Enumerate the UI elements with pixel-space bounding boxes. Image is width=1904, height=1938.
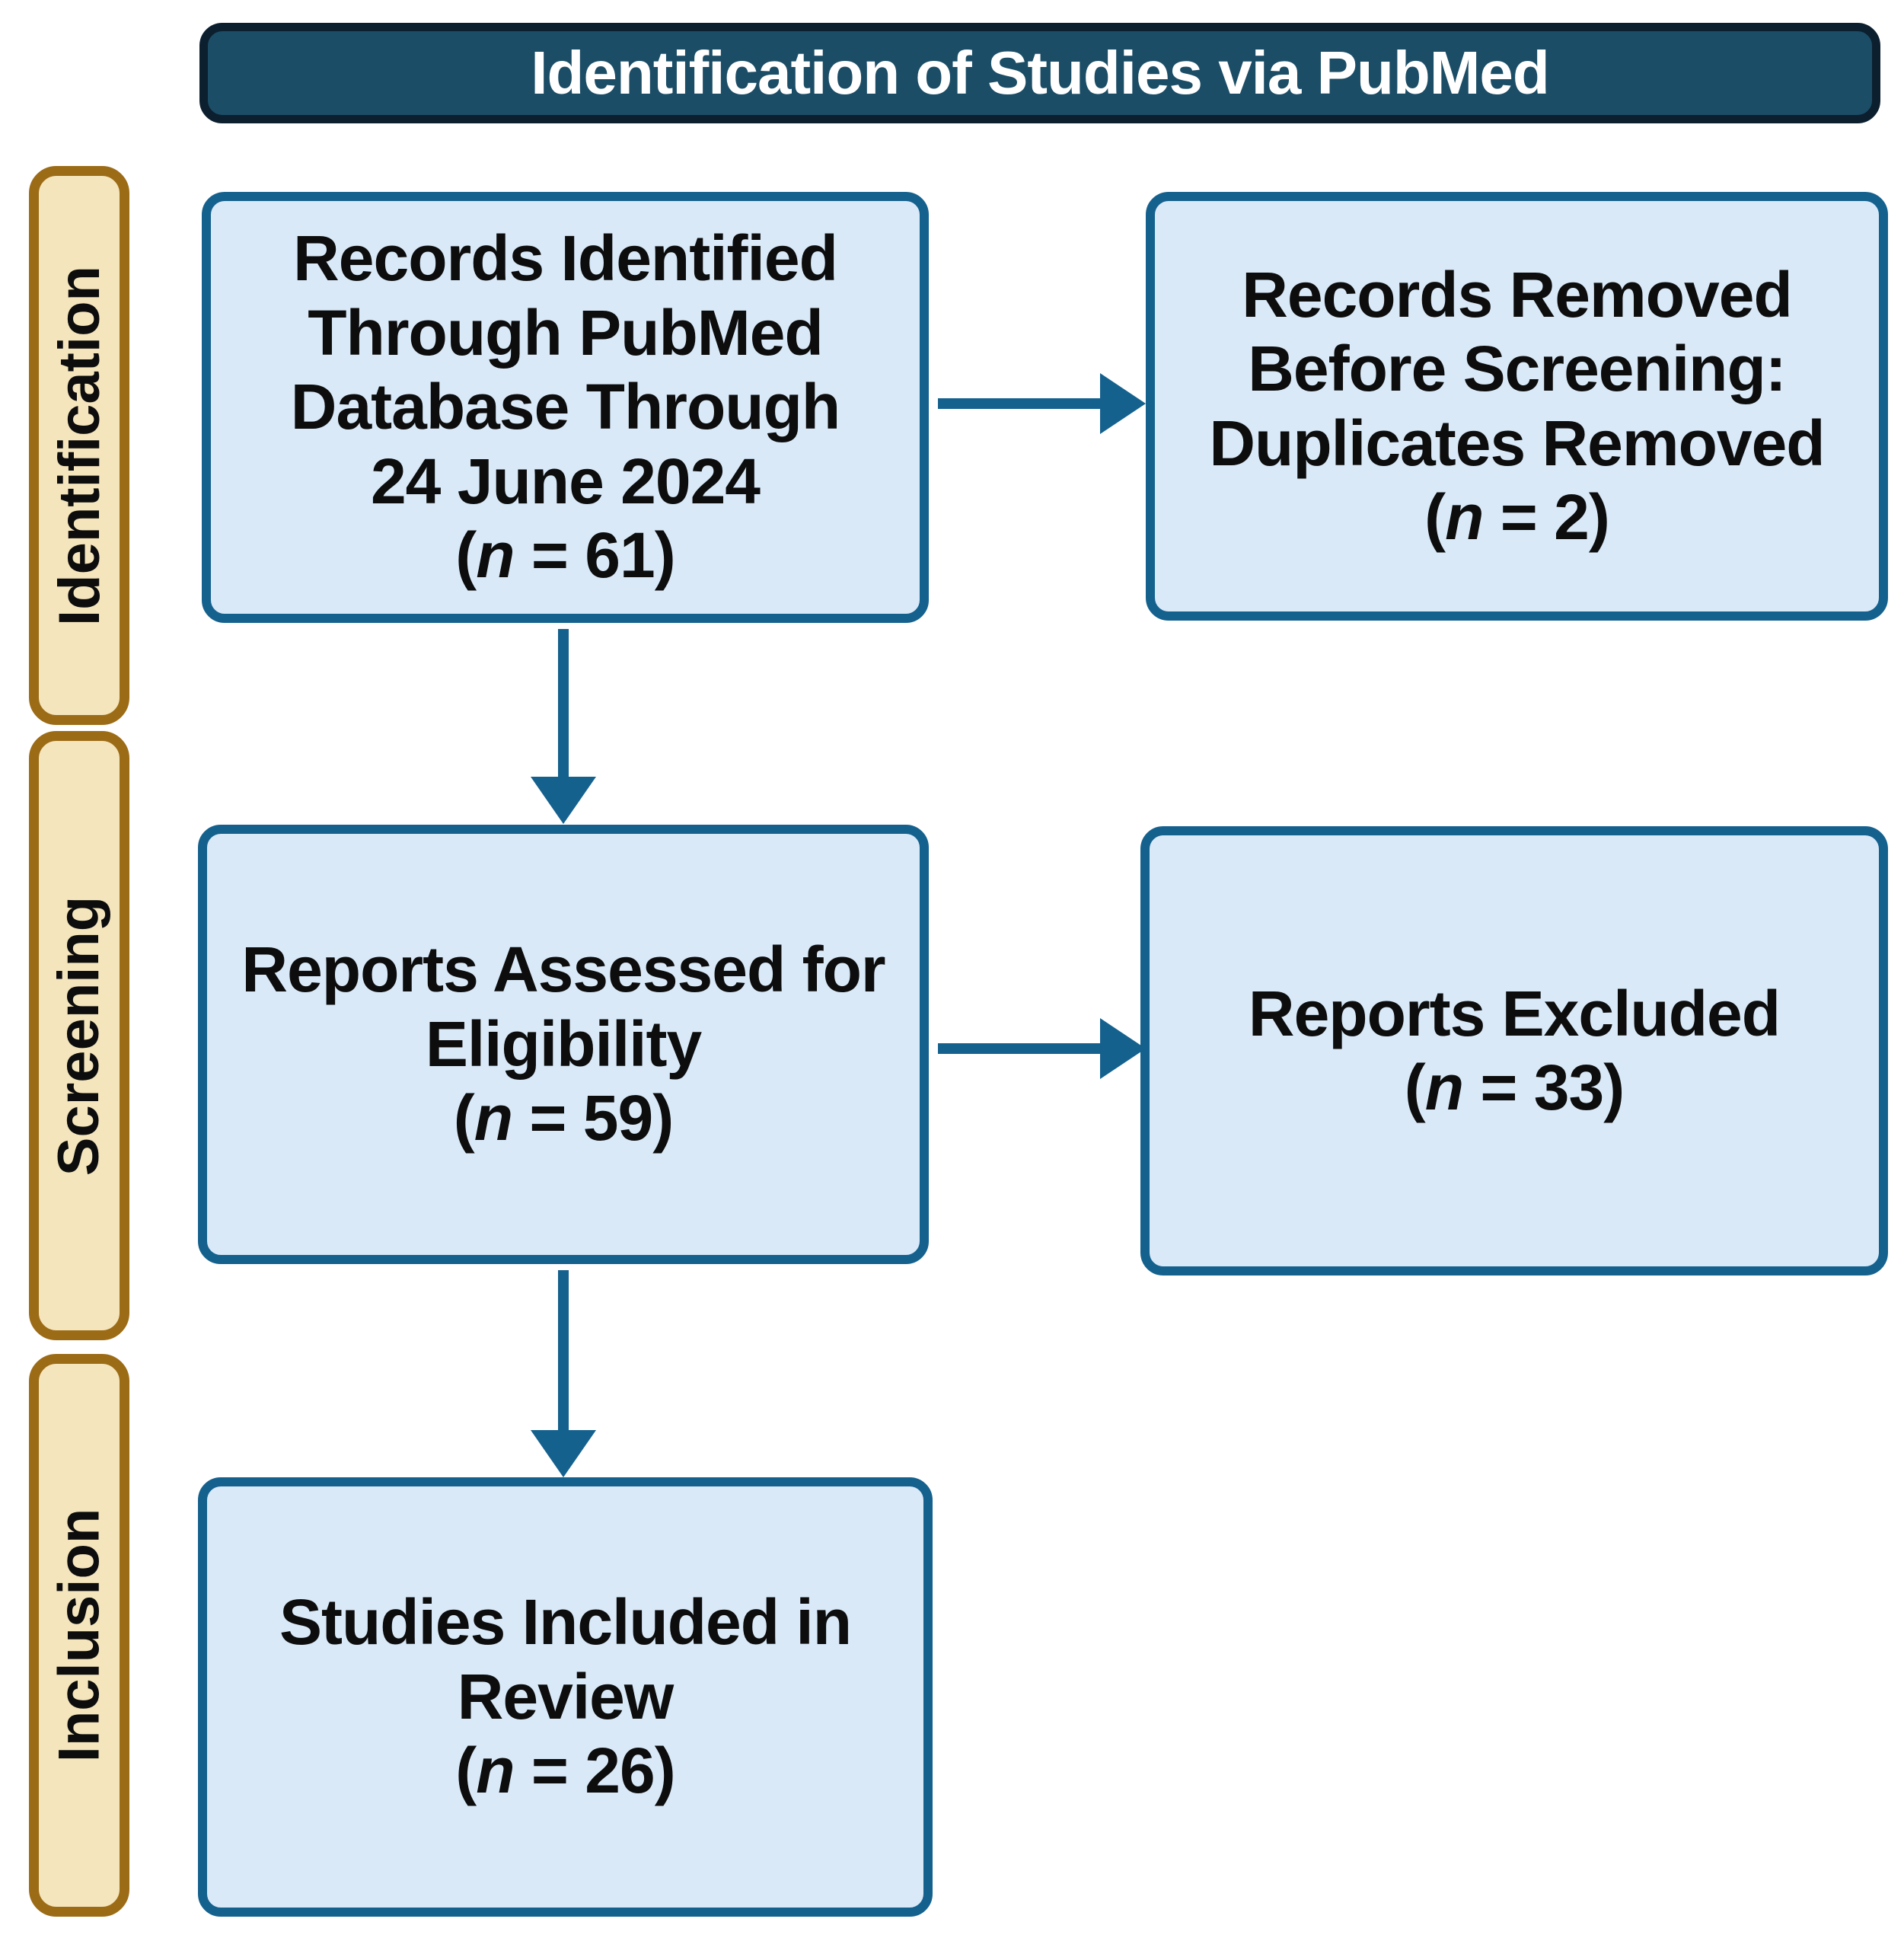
box-records-removed-text: Records Removed Before Screening: Duplic…: [1209, 258, 1825, 479]
count-prefix: (: [453, 1082, 475, 1154]
count-prefix: (: [455, 1735, 477, 1807]
box-reports-excluded: Reports Excluded (n = 33): [1140, 826, 1888, 1276]
box-records-identified-text: Records Identified Through PubMed Databa…: [290, 222, 840, 517]
box-studies-included: Studies Included in Review (n = 26): [198, 1477, 933, 1917]
box-studies-included-text: Studies Included in Review: [279, 1586, 852, 1732]
diagram-title-banner: Identification of Studies via PubMed: [199, 23, 1880, 123]
box-reports-assessed-text: Reports Assessed for Eligibility: [241, 934, 885, 1080]
count-prefix: (: [1404, 1052, 1426, 1123]
count-value: = 33): [1463, 1052, 1625, 1123]
box-records-removed: Records Removed Before Screening: Duplic…: [1146, 192, 1888, 621]
diagram-title: Identification of Studies via PubMed: [531, 39, 1549, 107]
count-n-symbol: n: [476, 1735, 515, 1807]
box-records-removed-count: (n = 2): [1424, 481, 1610, 554]
count-value: = 59): [512, 1082, 674, 1154]
box-reports-excluded-count: (n = 33): [1404, 1051, 1625, 1125]
box-reports-excluded-text: Reports Excluded: [1248, 977, 1781, 1049]
box-records-identified-count: (n = 61): [455, 519, 675, 592]
stage-identification-label: Identification: [46, 265, 112, 626]
stage-identification: Identification: [29, 166, 129, 725]
box-reports-assessed: Reports Assessed for Eligibility (n = 59…: [198, 825, 929, 1264]
box-studies-included-count: (n = 26): [455, 1734, 675, 1808]
arrow-identified-to-assessed-shaft: [558, 629, 569, 778]
box-records-identified: Records Identified Through PubMed Databa…: [202, 192, 929, 623]
count-value: = 2): [1483, 481, 1610, 553]
arrow-assessed-to-included-shaft: [558, 1270, 569, 1432]
count-n-symbol: n: [474, 1082, 513, 1154]
box-reports-assessed-count: (n = 59): [453, 1081, 674, 1155]
stage-inclusion-label: Inclusion: [46, 1508, 112, 1763]
count-n-symbol: n: [1445, 481, 1484, 553]
count-n-symbol: n: [1424, 1052, 1464, 1123]
arrow-identified-to-removed-shaft: [938, 398, 1102, 409]
arrow-identified-to-assessed-head-icon: [531, 777, 596, 824]
count-prefix: (: [1424, 481, 1446, 553]
stage-screening-label: Screening: [46, 896, 112, 1176]
count-prefix: (: [455, 519, 477, 592]
stage-inclusion: Inclusion: [29, 1354, 129, 1917]
stage-screening: Screening: [29, 731, 129, 1340]
arrow-assessed-to-excluded-head-icon: [1100, 1018, 1146, 1079]
count-n-symbol: n: [476, 519, 515, 592]
arrow-assessed-to-excluded-shaft: [938, 1043, 1102, 1054]
arrow-assessed-to-included-head-icon: [531, 1430, 596, 1477]
count-value: = 61): [514, 519, 676, 592]
arrow-identified-to-removed-head-icon: [1100, 373, 1146, 434]
count-value: = 26): [514, 1735, 676, 1807]
